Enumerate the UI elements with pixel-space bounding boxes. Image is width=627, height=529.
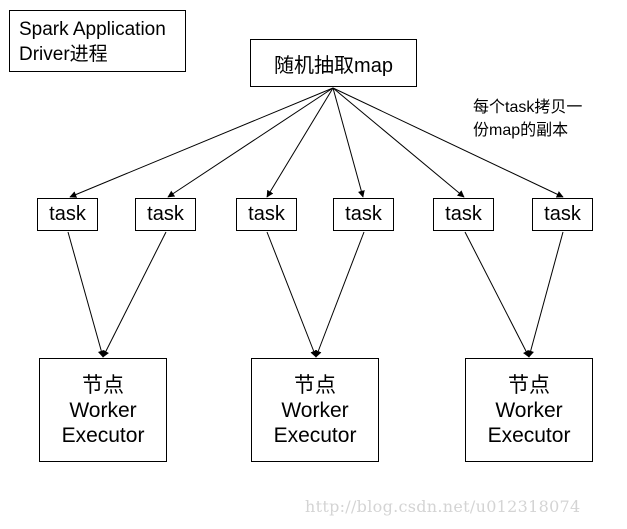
arrow-task-2-to-worker-1	[102, 231, 167, 358]
worker-label: Worker	[281, 398, 349, 422]
worker-node-3: 节点 Worker Executor	[465, 358, 593, 462]
task-label: task	[248, 203, 285, 225]
copy-note-line1: 每个task拷贝一	[473, 99, 583, 116]
worker-node-label: 节点	[294, 373, 336, 397]
executor-label: Executor	[487, 423, 571, 447]
worker-node-label: 节点	[82, 373, 124, 397]
driver-label-line2: Driver进程	[19, 44, 108, 65]
arrow-map-to-task-4	[332, 87, 365, 198]
arrow-map-to-task-2	[167, 87, 334, 198]
arrow-task-5-to-worker-3	[464, 231, 530, 358]
executor-label: Executor	[273, 423, 357, 447]
task-box-6: task	[532, 198, 593, 231]
driver-process-box: Spark Application Driver进程	[9, 10, 186, 72]
copy-note-line2: 份map的副本	[473, 122, 569, 139]
task-box-3: task	[236, 198, 297, 231]
worker-label: Worker	[495, 398, 563, 422]
task-label: task	[49, 203, 86, 225]
copy-note: 每个task拷贝一 份map的副本	[473, 96, 582, 142]
arrow-task-4-to-worker-2	[314, 231, 365, 358]
task-label: task	[544, 203, 581, 225]
broadcast-map-label: 随机抽取map	[274, 54, 393, 77]
arrow-task-3-to-worker-2	[266, 231, 317, 358]
task-box-2: task	[135, 198, 196, 231]
task-box-1: task	[37, 198, 98, 231]
task-label: task	[147, 203, 184, 225]
arrow-map-to-task-1	[69, 87, 334, 198]
watermark-url: http://blog.csdn.net/u012318074	[305, 497, 581, 516]
broadcast-map-box: 随机抽取map	[250, 39, 417, 87]
arrow-task-6-to-worker-3	[527, 231, 564, 358]
arrow-map-to-task-6	[332, 87, 564, 198]
task-label: task	[345, 203, 382, 225]
arrow-map-to-task-3	[266, 87, 334, 198]
worker-label: Worker	[69, 398, 137, 422]
worker-node-label: 节点	[508, 373, 550, 397]
task-label: task	[445, 203, 482, 225]
task-box-4: task	[333, 198, 394, 231]
worker-node-1: 节点 Worker Executor	[39, 358, 167, 462]
arrow-task-1-to-worker-1	[67, 231, 105, 358]
arrow-map-to-task-5	[332, 87, 465, 198]
task-box-5: task	[433, 198, 494, 231]
driver-label-line1: Spark Application	[19, 19, 166, 40]
executor-label: Executor	[61, 423, 145, 447]
worker-node-2: 节点 Worker Executor	[251, 358, 379, 462]
